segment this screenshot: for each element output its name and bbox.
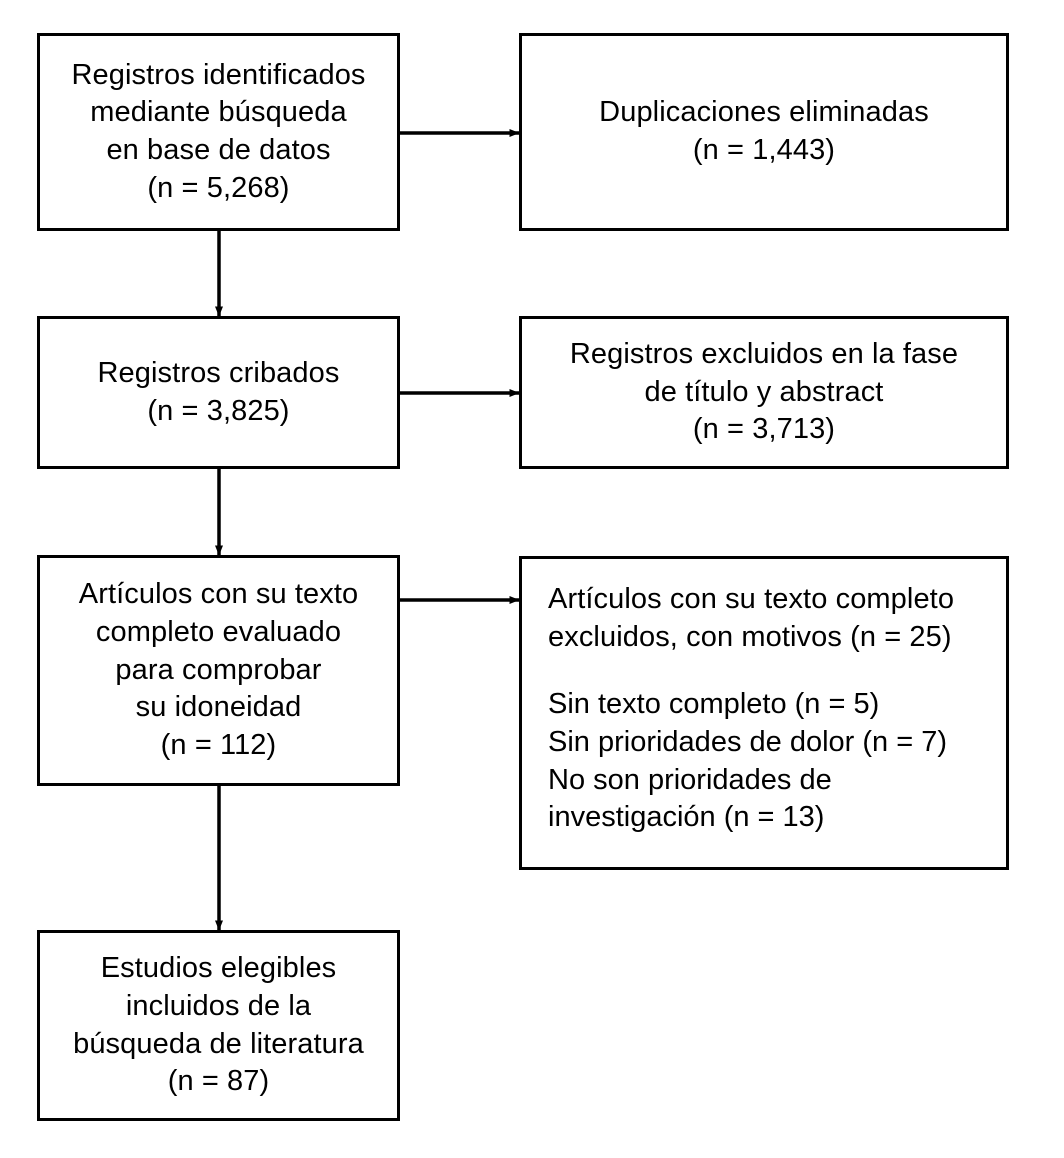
box-fulltext-assessed-text: Artículos con su texto completo evaluado… <box>78 578 359 762</box>
box-records-screened: Registros cribados (n = 3,825) <box>37 316 400 469</box>
box-records-excluded-title-abstract: Registros excluidos en la fase de título… <box>519 316 1009 469</box>
box-records-excluded-title-abstract-text: Registros excluidos en la fase de título… <box>569 337 959 446</box>
box-records-identified: Registros identificados mediante búsqued… <box>37 33 400 231</box>
box-records-screened-text: Registros cribados (n = 3,825) <box>97 356 340 427</box>
box-records-identified-text: Registros identificados mediante búsqued… <box>71 58 366 204</box>
exclusion-reason-item: Sin texto completo (n = 5) <box>548 688 880 721</box>
exclusion-reasons-list: Sin texto completo (n = 5) Sin prioridad… <box>548 686 1006 837</box>
exclusion-reason-item: No son prioridades de investigación (n =… <box>548 763 832 834</box>
box-duplicates-removed: Duplicaciones eliminadas (n = 1,443) <box>519 33 1009 231</box>
box-fulltext-excluded-heading: Artículos con su texto completo excluido… <box>548 583 955 653</box>
box-fulltext-excluded-content: Artículos con su texto completo excluido… <box>522 559 1006 837</box>
box-studies-included: Estudios elegibles incluidos de la búsqu… <box>37 930 400 1121</box>
box-duplicates-removed-text: Duplicaciones eliminadas (n = 1,443) <box>599 96 929 166</box>
box-studies-included-text: Estudios elegibles incluidos de la búsqu… <box>73 952 364 1098</box>
box-fulltext-assessed: Artículos con su texto completo evaluado… <box>37 555 400 786</box>
exclusion-reason-item: Sin prioridades de dolor (n = 7) <box>548 726 947 759</box>
box-fulltext-excluded: Artículos con su texto completo excluido… <box>519 556 1009 870</box>
